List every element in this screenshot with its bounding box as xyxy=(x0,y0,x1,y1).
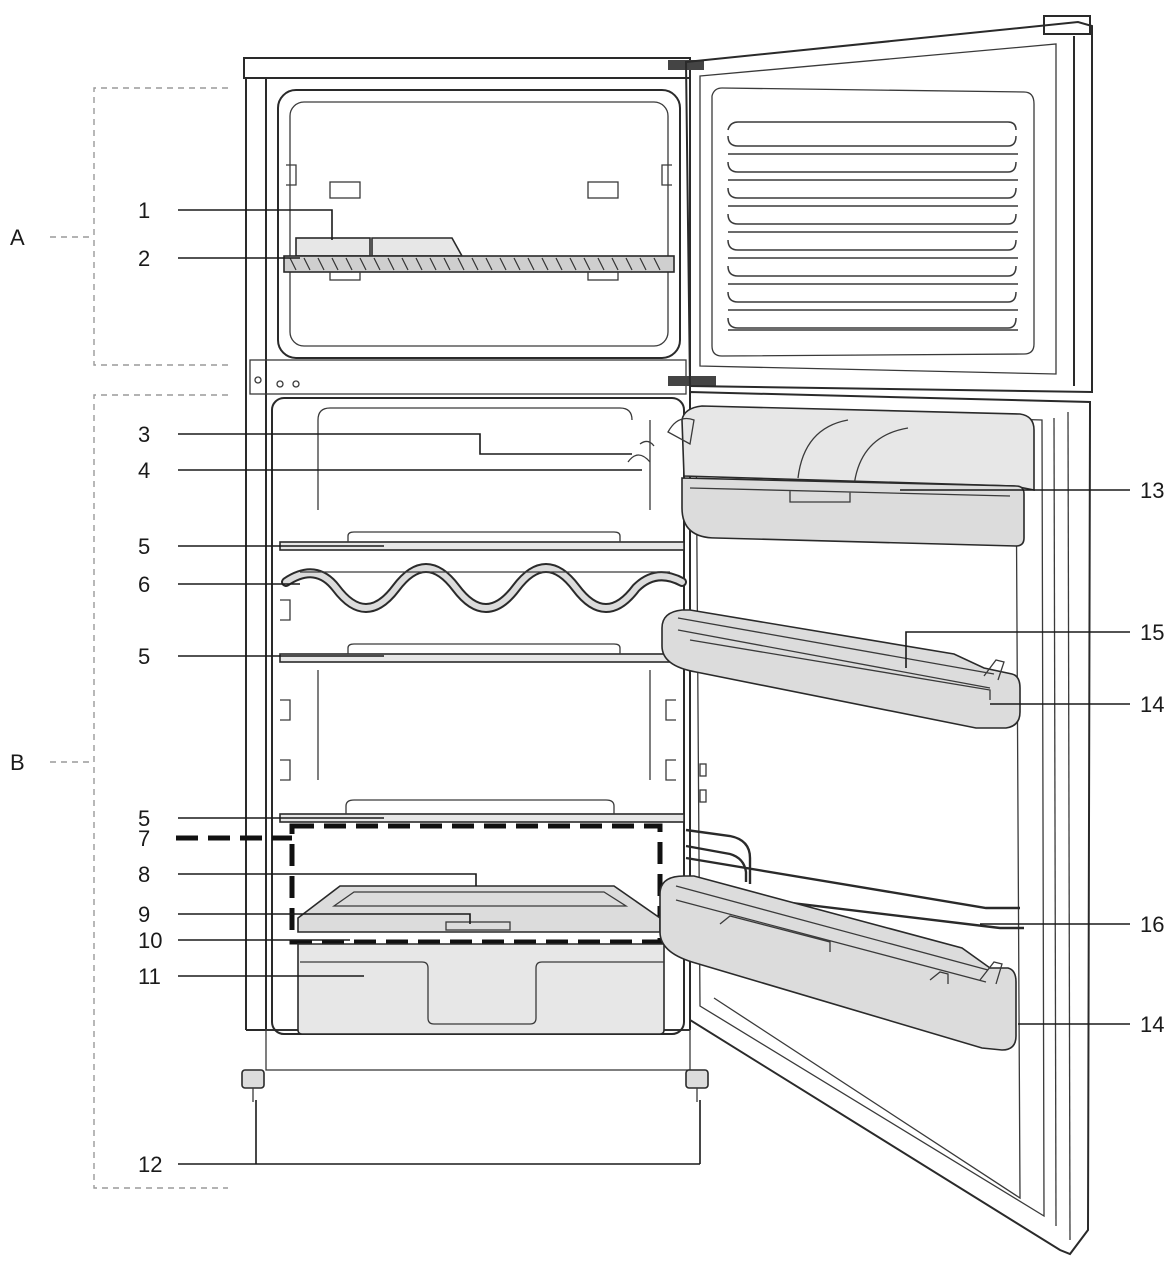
callout-13: 13 xyxy=(1140,478,1164,503)
zone-label-a: A xyxy=(10,225,25,250)
callout-7: 7 xyxy=(138,826,150,851)
callout-15: 15 xyxy=(1140,620,1164,645)
callout-6: 6 xyxy=(138,572,150,597)
ice-trays xyxy=(295,237,464,257)
thermostat-lamp xyxy=(627,440,655,463)
callout-9: 9 xyxy=(138,902,150,927)
callout-10: 10 xyxy=(138,928,162,953)
callout-2: 2 xyxy=(138,246,150,271)
fridge-compartment xyxy=(271,397,685,1035)
callout-8: 8 xyxy=(138,862,150,887)
leader-lines xyxy=(178,209,1130,1165)
freezer-shelf xyxy=(283,255,675,281)
lower-door-bin xyxy=(659,875,1017,1051)
callout-11: 11 xyxy=(138,964,161,989)
freezer-door xyxy=(684,15,1093,394)
crisper-cover xyxy=(297,885,661,933)
hinges xyxy=(668,60,716,386)
upper-door-bin xyxy=(661,609,1021,729)
callout-5-upper: 5 xyxy=(138,534,150,559)
dairy-compartment xyxy=(667,405,1035,547)
shelf-upper xyxy=(279,531,685,551)
callout-4: 4 xyxy=(138,458,150,483)
callout-16: 16 xyxy=(1140,912,1164,937)
bottle-rail xyxy=(685,828,1024,930)
zone-bracket-b xyxy=(50,394,228,1189)
callout-1: 1 xyxy=(138,198,150,223)
zone-label-b: B xyxy=(10,750,25,775)
callout-3: 3 xyxy=(138,422,150,447)
crisper-zone-outline xyxy=(176,823,663,945)
callout-5-middle: 5 xyxy=(138,644,150,669)
callout-12: 12 xyxy=(138,1152,162,1177)
adjustable-feet xyxy=(241,1069,709,1102)
shelf-middle xyxy=(279,643,685,663)
bottle-rack xyxy=(281,563,687,613)
freezer-compartment xyxy=(277,89,681,359)
zone-bracket-a xyxy=(50,87,228,366)
callout-14-lower: 14 xyxy=(1140,1012,1164,1037)
crisper-drawer xyxy=(297,943,665,1035)
callout-5-lower: 5 xyxy=(138,806,150,831)
callout-14-upper: 14 xyxy=(1140,692,1164,717)
